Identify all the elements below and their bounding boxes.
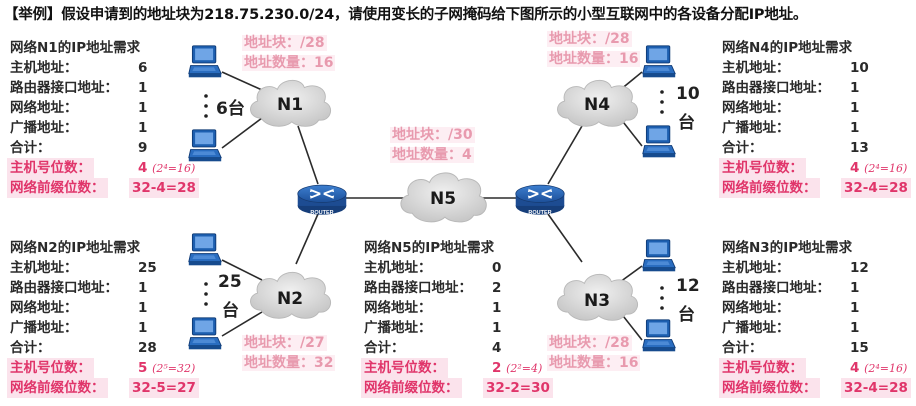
block-annotation-n3: 地址块：/28 地址数量：16 <box>547 333 641 373</box>
block-annotation-n5: 地址块：/30 地址数量：4 <box>390 125 475 165</box>
router-label-right: ROUTER <box>528 210 551 216</box>
network-label-n5: N5 <box>430 189 456 209</box>
pc-icon <box>642 239 676 272</box>
address-count: 地址数量：32 <box>242 355 336 371</box>
block-size: 地址块：/28 <box>242 35 327 51</box>
pc-icon <box>642 45 676 78</box>
block-size: 地址块：/28 <box>547 335 632 351</box>
address-count: 地址数量：16 <box>547 51 641 67</box>
block-annotation-n2: 地址块：/27 地址数量：32 <box>242 333 336 373</box>
address-count: 地址数量：16 <box>242 55 336 71</box>
panel-n3: 网络N3的IP地址需求 主机地址：12 路由器接口地址：1 网络地址：1 广播地… <box>719 238 914 398</box>
network-label-n1: N1 <box>277 95 303 115</box>
host-count-n2: 25 <box>218 272 242 292</box>
network-label-n2: N2 <box>277 289 303 309</box>
host-count-n3-unit: 台 <box>678 305 695 325</box>
panel-n4: 网络N4的IP地址需求 主机地址：10 路由器接口地址：1 网络地址：1 广播地… <box>719 38 914 198</box>
page-title: 【举例】假设申请到的地址块为218.75.230.0/24，请使用变长的子网掩码… <box>4 7 808 23</box>
panel-heading: 网络N4的IP地址需求 <box>722 40 853 56</box>
address-count: 地址数量：4 <box>390 147 474 163</box>
network-label-n3: N3 <box>584 291 610 311</box>
host-count-n1: 6台 <box>216 99 245 119</box>
block-annotation-n4: 地址块：/28 地址数量：16 <box>547 29 641 69</box>
host-count-n2-unit: 台 <box>222 301 239 321</box>
panel-heading: 网络N5的IP地址需求 <box>364 240 495 256</box>
pc-icon <box>642 319 676 352</box>
panel-heading: 网络N2的IP地址需求 <box>10 240 141 256</box>
router-label-left: ROUTER <box>310 210 333 216</box>
host-count-n3: 12 <box>676 276 700 296</box>
panel-n2: 网络N2的IP地址需求 主机地址：25 路由器接口地址：1 网络地址：1 广播地… <box>7 238 210 398</box>
panel-heading: 网络N1的IP地址需求 <box>10 40 141 56</box>
panel-n1: 网络N1的IP地址需求 主机地址：6 路由器接口地址：1 网络地址：1 广播地址… <box>7 38 210 198</box>
block-size: 地址块：/28 <box>547 31 632 47</box>
network-label-n4: N4 <box>584 95 610 115</box>
block-size: 地址块：/27 <box>242 335 327 351</box>
ellipsis-dots <box>204 90 664 310</box>
block-annotation-n1: 地址块：/28 地址数量：16 <box>242 33 336 73</box>
pc-icon <box>642 125 676 158</box>
host-count-n4: 10 <box>676 84 700 104</box>
host-count-n4-unit: 台 <box>678 113 695 133</box>
panel-n5: 网络N5的IP地址需求 主机地址：0 路由器接口地址：2 网络地址：1 广播地址… <box>361 238 564 398</box>
address-count: 地址数量：16 <box>547 355 641 371</box>
block-size: 地址块：/30 <box>390 127 475 143</box>
panel-heading: 网络N3的IP地址需求 <box>722 240 853 256</box>
